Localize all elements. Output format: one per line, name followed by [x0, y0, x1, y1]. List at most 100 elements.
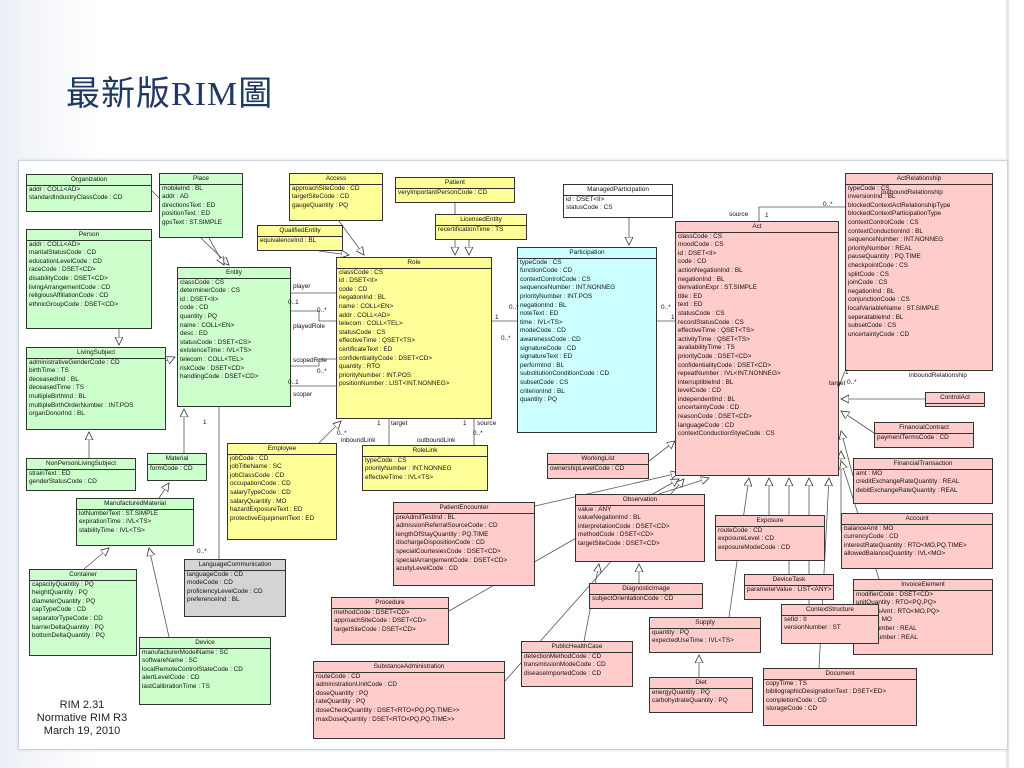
class-attribute: id : DSET<II>	[180, 295, 219, 303]
gen-qualified-role	[318, 251, 349, 255]
assoc-label-scoper-mult: 0..1	[288, 379, 299, 386]
caption-release: Normative RIM R3	[36, 712, 128, 724]
class-name: PublicHealthCase	[522, 642, 632, 653]
class-attribute: parameterValue : LIST<ANY>	[747, 585, 832, 593]
class-attribute: derivationExpr : ST.SIMPLE	[678, 284, 757, 292]
class-attribute: pointsNumber : REAL	[856, 633, 918, 641]
class-attribute: protectiveEquipmentText : ED	[230, 514, 315, 522]
class-attribute: modeCode : CD	[187, 579, 233, 587]
class-attribute: expirationTime : IVL<TS>	[79, 518, 152, 526]
class-attribute: joinCode : CS	[848, 279, 888, 287]
class-attribute: completionCode : CD	[766, 696, 827, 704]
class-attribute: valueNegationInd : BL	[578, 514, 641, 522]
class-attribute: statusCode : CS	[339, 328, 386, 336]
class-attribute: acuityLevelCode : CD	[396, 565, 458, 573]
slide-title: 最新版RIM圖	[66, 76, 274, 113]
class-attribute: quantity : PQ	[520, 396, 557, 404]
class-attribute: proficiencyLevelCode : CD	[187, 587, 263, 595]
class-attribute: localRemoteControlStateCode : CD	[142, 665, 243, 673]
class-attribute: maritalStatusCode : CD	[29, 249, 97, 257]
class-attribute: existenceTime : IVL<TS>	[180, 347, 252, 355]
assoc-label-inboundlink: inboundLink	[341, 437, 376, 444]
class-attribute: jobCode : CD	[230, 454, 269, 462]
class-controlact: ControlAct	[925, 392, 985, 407]
class-attribute: certificateText : ED	[339, 345, 393, 353]
class-attribute: barrierDeltaQuantity : PQ	[32, 623, 104, 631]
class-attribute: quantity : PQ	[180, 312, 217, 320]
class-attribute: lastCalibrationTime : TS	[142, 682, 210, 690]
gen-access-role	[338, 220, 364, 255]
class-attribute: conjunctionCode : CS	[848, 296, 910, 304]
class-attribute: name : COLL<EN>	[180, 321, 235, 329]
class-attribute: statusCode : DSET<CS>	[180, 338, 252, 346]
class-name: Place	[160, 174, 242, 185]
assoc-label-inbound-mult: 0..*	[337, 430, 347, 437]
class-attribute: activityTime : QSET<TS>	[678, 335, 750, 343]
class-attribute: negationInd : BL	[848, 287, 895, 295]
class-attribute: negationInd : BL	[678, 275, 725, 283]
class-attribute: actionNegationInd : BL	[678, 266, 743, 274]
class-attribute: bottomDeltaQuantity : PQ	[32, 632, 105, 640]
class-name: Document	[764, 669, 916, 680]
diagram-caption: RIM 2.31 Normative RIM R3 March 19, 2010	[22, 699, 142, 738]
class-name: LivingSubject	[27, 348, 165, 359]
class-attribute: carbohydrateQuantity : PQ	[652, 697, 728, 705]
class-name: Observation	[576, 495, 704, 506]
assoc-label-outboundlink: outboundLink	[417, 437, 456, 444]
assoc-label-outbound-mult: 0..*	[473, 430, 483, 437]
class-attribute: effectiveTime : QSET<TS>	[678, 327, 755, 335]
class-attribute: detectionMethodCode : CD	[524, 652, 602, 660]
class-attribute: approachSiteCode : CD	[292, 184, 360, 192]
assoc-label-scoper: scoper	[293, 391, 313, 398]
class-attribute: transmissionModeCode : CD	[524, 661, 606, 669]
class-attribute: telecom : COLL<TEL>	[339, 320, 403, 328]
assoc-label-lang-mult: 0..*	[197, 548, 207, 555]
class-name: RoleLink	[363, 446, 487, 457]
class-attribute: diseaseImportedCode : CD	[524, 669, 602, 677]
class-attribute: factorNumber : REAL	[856, 624, 917, 632]
class-attribute: modifierCode : DSET<CD>	[856, 590, 934, 598]
class-attribute: preAdmitTestInd : BL	[396, 513, 456, 521]
class-attribute: salaryQuantity : MO	[230, 497, 287, 505]
class-attribute: jobTitleName : SC	[230, 463, 282, 471]
class-attribute: mobileInd : BL	[162, 184, 203, 192]
class-attribute: standardIndustryClassCode : CD	[29, 194, 123, 202]
class-attribute: subsetCode : CS	[520, 378, 569, 386]
class-attribute: priorityCode : DSET<CD>	[678, 352, 752, 360]
class-attribute: code : CD	[339, 285, 368, 293]
class-attribute: title : ED	[678, 292, 703, 300]
assoc-label-role-one-s: 1	[463, 420, 467, 427]
class-attribute: manufacturerModelName : SC	[142, 648, 229, 656]
class-name: LicensedEntity	[436, 215, 526, 226]
class-attribute: splitCode : CS	[848, 270, 889, 278]
class-attribute: positionText : ED	[162, 210, 210, 218]
class-attribute: addr : COLL<AD>	[29, 185, 81, 193]
class-name: Access	[290, 174, 382, 185]
class-attribute: currencyCode : CD	[844, 533, 899, 541]
class-name: NonPersonLivingSubject	[27, 459, 135, 470]
class-attribute: targetSiteCode : DSET<CD>	[334, 625, 416, 633]
class-attribute: confidentialityCode : DSET<CD>	[339, 354, 433, 362]
assoc-label-playedrole: playedRole	[293, 323, 325, 330]
class-attribute: independentInd : BL	[678, 395, 736, 403]
class-attribute: pauseQuantity : PQ.TIME	[848, 253, 921, 261]
assoc-label-scoper-mult2: 0..*	[317, 368, 327, 375]
assoc-label-player-mult: 0..1	[288, 299, 299, 306]
assoc-label-role-one: 1	[495, 314, 499, 321]
class-attribute: noteText : ED	[520, 310, 559, 318]
class-attribute: telecom : COLL<TEL>	[180, 355, 244, 363]
assoc-label-act-source: source	[729, 211, 749, 218]
class-attribute: ownershipLevelCode : CD	[550, 464, 625, 472]
gen-patientencounter-act	[534, 473, 679, 507]
assoc-label-player-mult2: 0..*	[317, 307, 327, 314]
